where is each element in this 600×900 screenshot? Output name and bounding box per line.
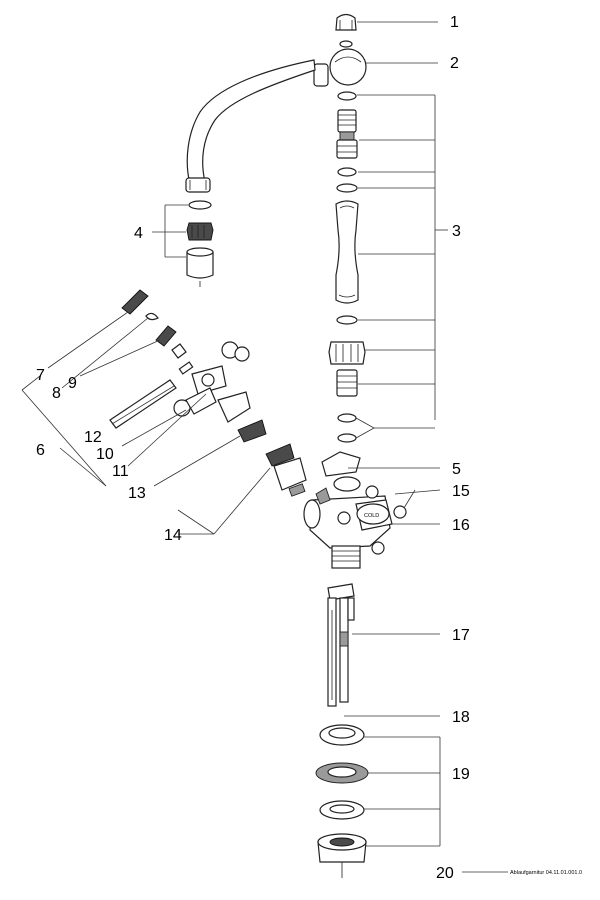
leader-lines: [21, 21, 508, 873]
label-15: 15: [452, 483, 470, 500]
cartridge-parts-group: [109, 289, 307, 497]
label-2: 2: [450, 55, 459, 72]
label-11: 11: [112, 463, 129, 480]
label-7: 7: [36, 367, 45, 384]
label-4: 4: [134, 225, 143, 242]
label-5: 5: [452, 461, 461, 478]
drain-washers-part-19: [315, 762, 369, 878]
washer-part-18: [319, 724, 365, 746]
label-20: 20: [436, 865, 454, 882]
handle-cold-part-16: COLD: [337, 485, 407, 555]
drain-rods-part-17: [327, 583, 355, 707]
label-16: 16: [452, 517, 470, 534]
label-9: 9: [68, 375, 77, 392]
label-14: 14: [164, 527, 182, 544]
aerator-part-4: [186, 200, 214, 287]
label-6: 6: [36, 442, 45, 459]
label-8: 8: [52, 385, 61, 402]
part-labels: 1 2 3 4 5 6 7 8 9 12 10 11 13 14 15 16 1…: [36, 14, 582, 882]
label-18: 18: [452, 709, 470, 726]
footnote-text: Ablaufgarnitur 04.11.01.001.0: [510, 870, 582, 876]
label-10: 10: [96, 446, 114, 463]
label-19: 19: [452, 766, 470, 783]
cap-nut-part-1: [335, 13, 357, 48]
label-1: 1: [450, 14, 459, 31]
label-12: 12: [84, 429, 102, 446]
column-stack-part-3: [328, 91, 366, 443]
spout-part-2: [185, 48, 367, 193]
cold-cap-text: COLD: [364, 513, 379, 519]
label-13: 13: [128, 485, 146, 502]
label-3: 3: [452, 223, 461, 240]
label-17: 17: [452, 627, 470, 644]
